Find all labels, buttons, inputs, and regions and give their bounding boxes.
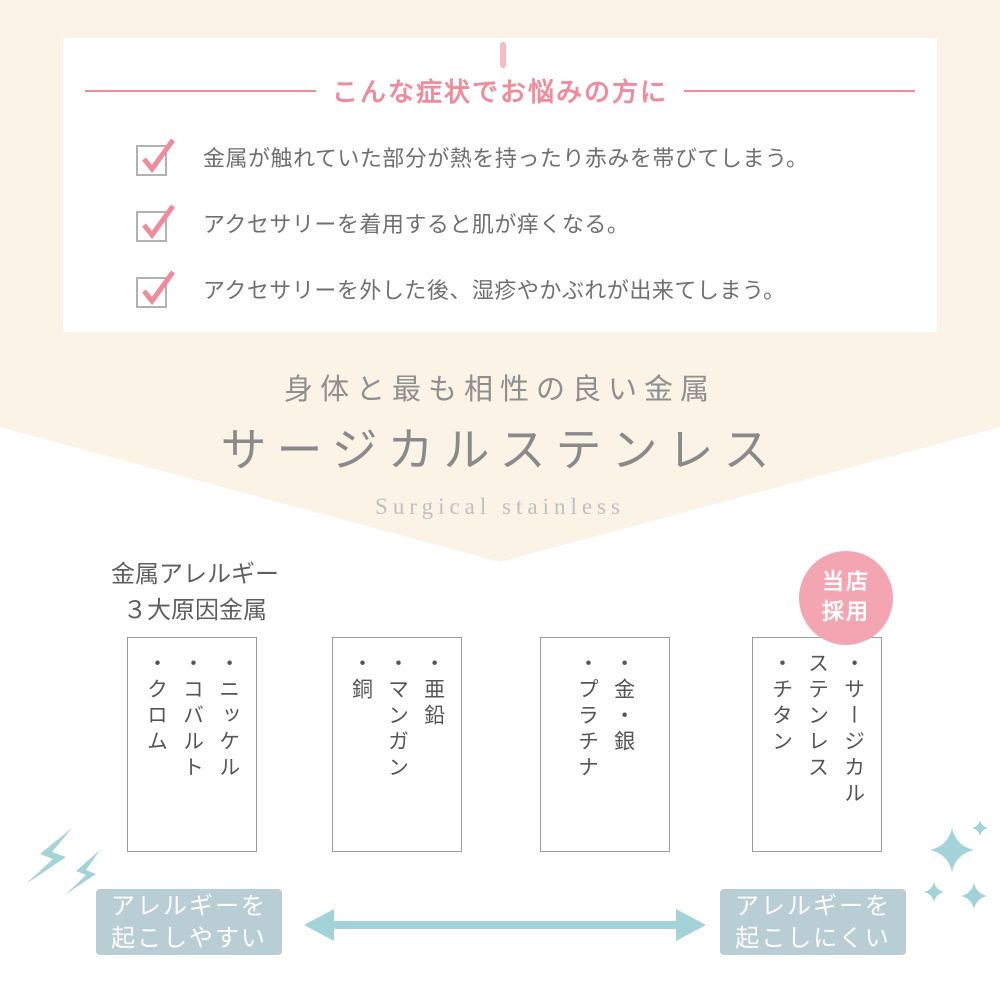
scale-right-line1: アレルギーを [735,891,891,920]
hero-lead: 身体と最も相性の良い金属 [283,372,716,406]
hero-english-label: Surgical stainless [375,494,625,519]
header-line-right [684,89,916,92]
metal-name: ・亜鉛 [421,652,446,730]
checkbox-checked-icon [135,269,177,309]
symptom-title-text: こんな症状でお悩みの方に [332,78,669,108]
symptom-text: 金属が触れていた部分が熱を持ったり赤みを帯びてしまう。 [203,147,809,172]
metal-name: ・チタン [769,652,794,756]
metal-name: ・ニッケル [216,652,241,782]
metal-name: ・クロム [144,652,169,756]
hero-title: サージカルステンレス [220,423,780,477]
metal-name: ・金・銀 [611,652,636,756]
our-shop-badge: 当店 採用 [799,551,893,645]
scale-label-allergy-prone: アレルギーを 起こしやすい [96,889,282,955]
metal-name: ・サージカル [841,652,866,808]
scale-left-line2: 起こしやすい [111,924,267,952]
metals-caption-line1: 金属アレルギー [111,560,279,588]
symptom-text: アクセサリーを着用すると肌が痒くなる。 [203,213,630,238]
symptom-item: 金属が触れていた部分が熱を持ったり赤みを帯びてしまう。 [135,137,937,177]
badge-line2: 採用 [821,600,870,625]
metal-box-safe: ・サージカル ステンレス ・チタン [752,637,882,852]
scale-right-line2: 起こしにくい [735,924,891,952]
symptom-header: こんな症状でお悩みの方に [63,38,937,109]
checkbox-checked-icon [135,203,177,243]
symptom-title: こんな症状でお悩みの方に [332,42,669,109]
metal-box-cause-3: ・金・銀 ・プラチナ [540,637,670,852]
metal-box-cause-1: ・ニッケル ・コバルト ・クロム [127,637,257,852]
scale-left-line1: アレルギーを [111,891,267,920]
badge-line1: 当店 [821,570,870,596]
symptom-item: アクセサリーを着用すると肌が痒くなる。 [135,203,937,243]
header-line-left [85,89,316,92]
lightning-icon [26,828,100,894]
metal-name: ・コバルト [180,652,205,782]
metal-box-cause-2: ・亜鉛 ・マンガン ・銅 [332,637,462,852]
metal-name: ・マンガン [385,652,410,782]
sparkle-icon [924,820,988,909]
symptom-item: アクセサリーを外した後、湿疹やかぶれが出来てしまう。 [135,269,937,309]
symptom-text: アクセサリーを外した後、湿疹やかぶれが出来てしまう。 [203,279,786,304]
scale-label-allergy-resistant: アレルギーを 起こしにくい [720,889,906,955]
checkbox-checked-icon [135,137,177,177]
metal-name: ・銅 [349,652,374,704]
metal-name: ・プラチナ [575,652,600,782]
metals-caption-line2: ３大原因金属 [123,596,267,624]
symptom-card: こんな症状でお悩みの方に 金属が触れていた部分が熱を持ったり赤みを帯びてしまう。 [63,38,937,332]
metals-caption: 金属アレルギー ３大原因金属 [70,556,320,628]
exclamation-accent [500,42,506,68]
metal-name: ステンレス [805,652,830,782]
double-arrow-icon [304,909,706,941]
symptom-list: 金属が触れていた部分が熱を持ったり赤みを帯びてしまう。 アクセサリーを着用すると… [63,137,937,309]
